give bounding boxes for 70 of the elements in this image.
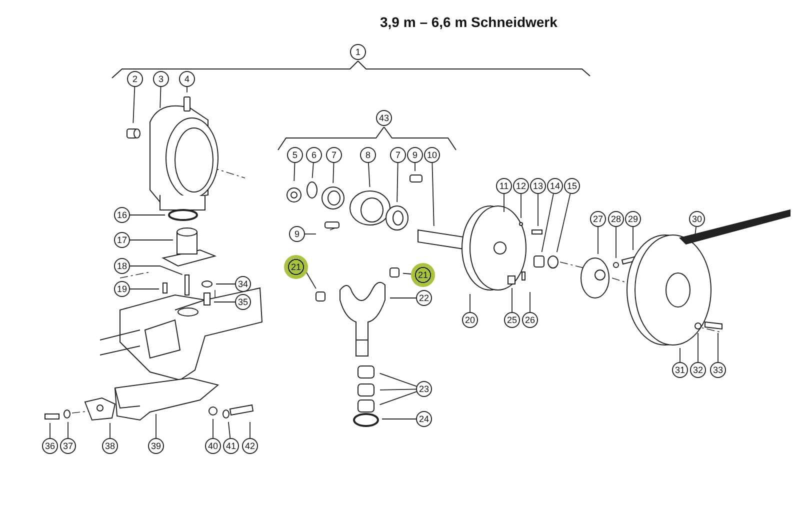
leader-line bbox=[130, 288, 160, 290]
leader-line bbox=[432, 162, 434, 226]
callout-number: 10 bbox=[424, 147, 440, 163]
callout-number: 9 bbox=[407, 147, 423, 163]
leader-line bbox=[130, 266, 183, 276]
callout-number: 33 bbox=[710, 362, 726, 378]
callout-number: 11 bbox=[496, 178, 512, 194]
callout-number: 28 bbox=[608, 211, 624, 227]
callout-number: 23 bbox=[416, 381, 432, 397]
leader-line bbox=[556, 193, 571, 253]
callout-number: 3 bbox=[153, 71, 169, 87]
callout-number: 42 bbox=[242, 438, 258, 454]
callout-number: 30 bbox=[689, 211, 705, 227]
callout-number: 32 bbox=[690, 362, 706, 378]
callout-number: 16 bbox=[114, 207, 130, 223]
callout-number: 29 bbox=[625, 211, 641, 227]
callout-number: 41 bbox=[223, 438, 239, 454]
leader-line bbox=[520, 194, 522, 218]
title: 3,9 m – 6,6 m Schneidwerk bbox=[380, 14, 558, 30]
callout-number: 7 bbox=[326, 147, 342, 163]
leader-line bbox=[402, 272, 412, 274]
callout-number: 22 bbox=[416, 290, 432, 306]
leader-line bbox=[632, 226, 634, 250]
leader-line bbox=[379, 372, 417, 387]
leader-line bbox=[380, 388, 416, 390]
callout-number: 37 bbox=[60, 438, 76, 454]
callout-number: 5 bbox=[287, 147, 303, 163]
callout-number: 36 bbox=[42, 438, 58, 454]
callout-number: 40 bbox=[205, 438, 221, 454]
leader-line bbox=[186, 86, 188, 93]
callout-number: 13 bbox=[530, 178, 546, 194]
callout-number: 31 bbox=[672, 362, 688, 378]
callout-number: 14 bbox=[547, 178, 563, 194]
callout-number: 20 bbox=[462, 312, 478, 328]
leader-line bbox=[414, 162, 416, 172]
leader-line bbox=[212, 418, 214, 438]
leader-line bbox=[368, 162, 370, 188]
callout-number: 38 bbox=[102, 438, 118, 454]
leader-line bbox=[228, 422, 231, 438]
callout-number: 39 bbox=[148, 438, 164, 454]
callout-number: 43 bbox=[376, 110, 392, 126]
leader-line bbox=[379, 391, 417, 406]
callout-number: 21 bbox=[411, 263, 435, 287]
leader-line bbox=[541, 193, 554, 253]
callout-number: 18 bbox=[114, 258, 130, 274]
leader-line bbox=[130, 214, 166, 216]
leader-line bbox=[160, 86, 162, 108]
callout-number: 2 bbox=[127, 71, 143, 87]
leader-line bbox=[312, 162, 314, 178]
leader-line bbox=[132, 86, 136, 124]
callout-number: 4 bbox=[179, 71, 195, 87]
callout-number: 6 bbox=[306, 147, 322, 163]
callout-number: 21 bbox=[284, 255, 308, 279]
leader-line bbox=[294, 162, 296, 182]
callout-number: 19 bbox=[114, 281, 130, 297]
callout-number: 27 bbox=[590, 211, 606, 227]
callout-number: 12 bbox=[513, 178, 529, 194]
callout-number: 9 bbox=[289, 226, 305, 242]
callout-number: 34 bbox=[235, 276, 251, 292]
callout-number: 26 bbox=[522, 312, 538, 328]
leader-line bbox=[382, 418, 416, 420]
callout-number: 24 bbox=[416, 411, 432, 427]
callout-number: 25 bbox=[504, 312, 520, 328]
callout-number: 1 bbox=[350, 44, 366, 60]
callout-number: 15 bbox=[564, 178, 580, 194]
leader-line bbox=[332, 162, 334, 184]
callout-number: 7 bbox=[390, 147, 406, 163]
leader-line bbox=[396, 162, 398, 202]
callout-number: 17 bbox=[114, 232, 130, 248]
callout-number: 8 bbox=[360, 147, 376, 163]
